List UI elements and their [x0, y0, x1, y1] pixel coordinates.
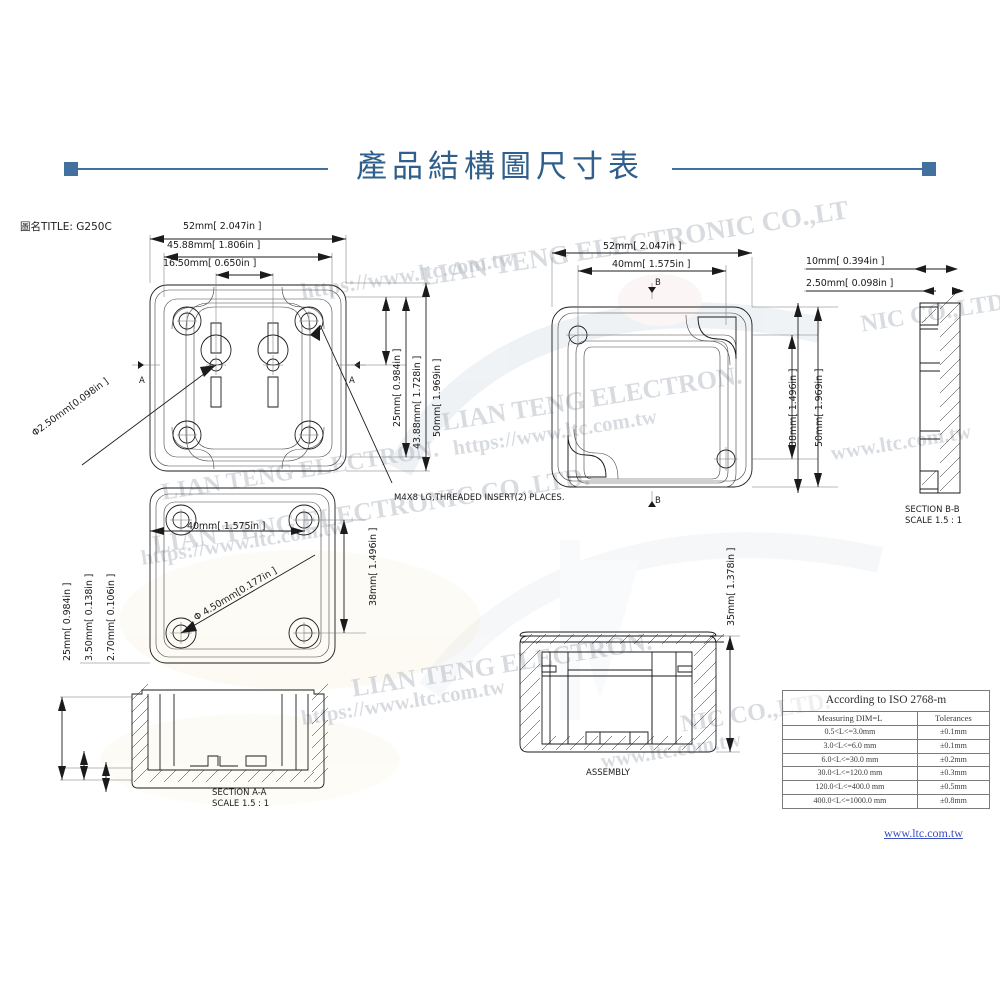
dim-bottom-38mm: 38mm[ 1.496in ] — [368, 527, 379, 606]
note-threaded-insert: M4X8 LG,THREADED INSERT(2) PLACES. — [394, 493, 565, 503]
rear-view-geometry — [551, 249, 838, 507]
banner-cap-right-icon — [922, 162, 936, 176]
iso-tol: ±0.3mm — [916, 766, 991, 782]
iso-table-header-row: According to ISO 2768-m — [782, 690, 990, 712]
iso-table-row: 0.5<L<=3.0mm ±0.1mm — [782, 724, 991, 740]
section-bb-geometry — [794, 265, 964, 494]
footer-website-link[interactable]: www.ltc.com.tw — [884, 826, 963, 840]
page-title: 產品結構圖尺寸表 — [356, 149, 644, 185]
dim-rear-40mm: 40mm[ 1.575in ] — [612, 259, 691, 270]
section-bb-scale: SCALE 1.5 : 1 — [905, 515, 963, 526]
iso-table-row: 3.0<L<=6.0 mm ±0.1mm — [782, 738, 991, 754]
section-bb-caption: SECTION B-B SCALE 1.5 : 1 — [905, 505, 962, 526]
iso-range: 3.0<L<=6.0 mm — [782, 738, 918, 754]
iso-tol: ±0.1mm — [916, 724, 991, 740]
iso-range: 30.0<L<=120.0 mm — [782, 766, 918, 782]
iso-range: 120.0<L<=400.0 mm — [782, 780, 918, 795]
iso-col-tolerances: Tolerances — [916, 710, 991, 727]
section-mark-a-left: A — [139, 376, 145, 386]
dim-top-50mm: 50mm[ 1.969in ] — [432, 358, 443, 437]
dim-bottom-2-70mm: 2.70mm[ 0.106in ] — [106, 573, 117, 661]
iso-table-row: 6.0<L<=30.0 mm ±0.2mm — [782, 752, 991, 768]
iso-tol: ±0.1mm — [916, 738, 991, 754]
dim-section-bb-2-50mm: 2.50mm[ 0.098in ] — [806, 278, 894, 289]
banner-rule-right — [672, 168, 922, 170]
section-mark-b-bottom: B — [655, 496, 661, 506]
dim-section-bb-10mm: 10mm[ 0.394in ] — [806, 256, 885, 267]
iso-tol: ±0.5mm — [916, 780, 991, 795]
dim-top-45-88mm: 45.88mm[ 1.806in ] — [167, 240, 261, 251]
dim-bottom-3-50mm: 3.50mm[ 0.138in ] — [84, 573, 95, 661]
iso-table-row: 400.0<L<=1000.0 mm ±0.8mm — [782, 793, 991, 809]
iso-tolerance-table: According to ISO 2768-m Measuring DIM=L … — [782, 690, 991, 809]
banner-rule-left — [78, 168, 328, 170]
dim-top-16-50mm: 16.50mm[ 0.650in ] — [163, 258, 257, 269]
section-aa-geometry — [58, 683, 329, 792]
section-bb-label: SECTION B-B — [905, 505, 960, 515]
dim-top-52mm: 52mm[ 2.047in ] — [183, 221, 262, 232]
iso-table-title: According to ISO 2768-m — [782, 690, 990, 712]
section-mark-b-top: B — [655, 278, 661, 288]
drawing-title-label: 圖名TITLE: G250C — [20, 221, 112, 233]
iso-table-column-row: Measuring DIM=L Tolerances — [782, 710, 991, 727]
iso-range: 6.0<L<=30.0 mm — [782, 752, 918, 768]
section-aa-caption: SECTION A-A SCALE 1.5 : 1 — [212, 788, 269, 809]
iso-col-measuring: Measuring DIM=L — [782, 710, 918, 727]
dim-assembly-35mm: 35mm[ 1.378in ] — [726, 547, 737, 626]
dim-rear-52mm: 52mm[ 2.047in ] — [603, 241, 682, 252]
iso-range: 0.5<L<=3.0mm — [782, 724, 918, 740]
bottom-view-geometry — [80, 487, 366, 664]
section-aa-label: SECTION A-A — [212, 788, 267, 798]
iso-range: 400.0<L<=1000.0 mm — [782, 793, 918, 809]
dim-bottom-40mm: 40mm[ 1.575in ] — [187, 521, 266, 532]
dim-top-25mm: 25mm[ 0.984in ] — [392, 348, 403, 427]
iso-table-row: 30.0<L<=120.0 mm ±0.3mm — [782, 766, 991, 782]
assembly-caption: ASSEMBLY — [586, 768, 630, 778]
section-mark-a-right: A — [349, 376, 355, 386]
page-title-banner: 產品結構圖尺寸表 — [0, 140, 1000, 200]
assembly-geometry — [519, 631, 740, 753]
banner-cap-left-icon — [64, 162, 78, 176]
dim-top-43-88mm: 43.88mm[ 1.728in ] — [412, 355, 423, 449]
section-aa-scale: SCALE 1.5 : 1 — [212, 798, 270, 809]
top-view-geometry — [81, 235, 430, 484]
iso-tol: ±0.2mm — [916, 752, 991, 768]
iso-tol: ±0.8mm — [916, 793, 991, 809]
iso-table-row: 120.0<L<=400.0 mm ±0.5mm — [782, 780, 991, 795]
